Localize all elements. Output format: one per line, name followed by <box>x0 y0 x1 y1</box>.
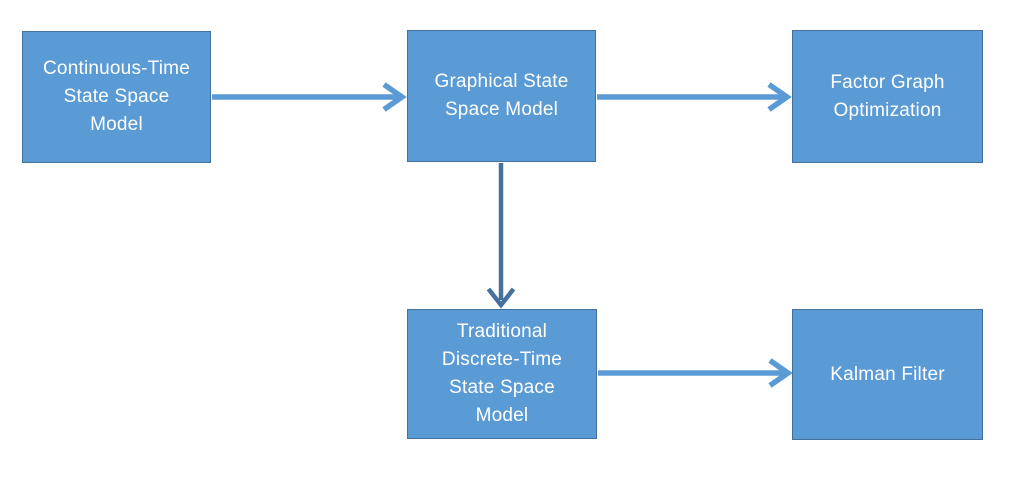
node-continuous-time-state-space-model: Continuous-Time State Space Model <box>22 31 211 163</box>
node-kalman-filter: Kalman Filter <box>792 309 983 440</box>
node-traditional-discrete-time-state-space-model: Traditional Discrete-Time State Space Mo… <box>407 309 597 439</box>
node-label: Continuous-Time State Space Model <box>43 58 190 135</box>
node-graphical-state-space-model: Graphical State Space Model <box>407 30 596 162</box>
node-label: Factor Graph Optimization <box>830 71 945 121</box>
arrow-graphical-to-traditional <box>486 163 516 309</box>
node-label: Graphical State Space Model <box>434 71 569 120</box>
node-label: Traditional Discrete-Time State Space Mo… <box>441 321 563 426</box>
node-factor-graph-optimization: Factor Graph Optimization <box>792 30 983 163</box>
arrow-traditional-to-kalman <box>598 358 793 388</box>
node-label: Kalman Filter <box>830 363 945 385</box>
arrow-continuous-to-graphical <box>212 82 407 112</box>
arrow-graphical-to-factor <box>597 82 792 112</box>
